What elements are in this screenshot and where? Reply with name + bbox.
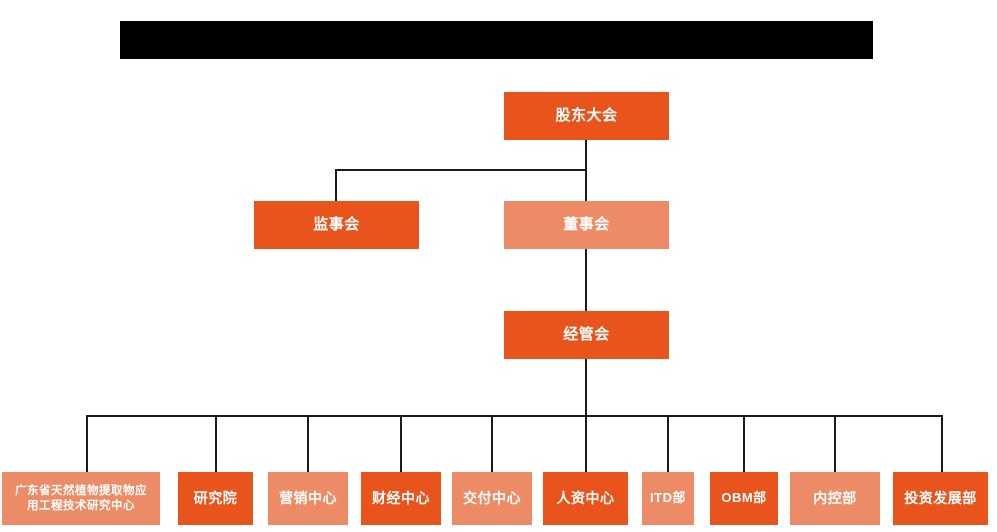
node-label-itd-department: ITD部	[650, 490, 686, 506]
connector-directors-drop	[585, 169, 587, 201]
node-label-internal-control-department: 内控部	[813, 489, 857, 506]
connector-level2-bus	[335, 169, 587, 171]
connector-drop-investment-development-department	[941, 415, 943, 472]
node-label-shareholders-meeting: 股东大会	[555, 106, 618, 124]
node-label-obm-department: OBM部	[721, 490, 767, 506]
node-board-of-supervisors[interactable]: 监事会	[254, 201, 419, 249]
connector-drop-delivery-center	[491, 415, 493, 472]
node-label-hr-center: 人资中心	[556, 489, 615, 506]
node-label-delivery-center: 交付中心	[463, 489, 521, 506]
connector-drop-hr-center	[585, 415, 587, 472]
connector-drop-itd-department	[667, 415, 669, 472]
node-label-engineering-research-center: 广东省天然植物提取物应 用工程技术研究中心	[15, 485, 147, 512]
connector-drop-engineering-research-center	[86, 415, 88, 472]
connector-drop-research-institute	[215, 415, 217, 472]
node-marketing-center[interactable]: 营销中心	[268, 472, 348, 525]
node-label-board-of-directors: 董事会	[563, 215, 610, 233]
redacted-title-bar	[120, 21, 873, 59]
node-engineering-research-center[interactable]: 广东省天然植物提取物应 用工程技术研究中心	[2, 472, 160, 525]
node-shareholders-meeting[interactable]: 股东大会	[504, 92, 669, 140]
node-hr-center[interactable]: 人资中心	[543, 472, 628, 525]
node-research-institute[interactable]: 研究院	[178, 472, 253, 525]
node-label-marketing-center: 营销中心	[279, 489, 337, 506]
node-label-management-committee: 经管会	[563, 325, 610, 343]
node-internal-control-department[interactable]: 内控部	[790, 472, 880, 525]
connector-department-bus	[86, 415, 943, 417]
node-delivery-center[interactable]: 交付中心	[452, 472, 532, 525]
connector-directors-to-management	[585, 241, 587, 311]
node-itd-department[interactable]: ITD部	[642, 472, 694, 525]
node-obm-department[interactable]: OBM部	[710, 472, 778, 525]
connector-supervisors-drop	[335, 169, 337, 201]
node-label-finance-center: 财经中心	[372, 489, 430, 506]
connector-drop-marketing-center	[307, 415, 309, 472]
node-board-of-directors[interactable]: 董事会	[504, 201, 669, 249]
node-management-committee[interactable]: 经管会	[504, 311, 669, 359]
connector-management-stem	[585, 358, 587, 417]
node-label-board-of-supervisors: 监事会	[313, 215, 360, 233]
connector-drop-obm-department	[743, 415, 745, 472]
connector-drop-finance-center	[400, 415, 402, 472]
node-investment-development-department[interactable]: 投资发展部	[893, 472, 988, 525]
node-finance-center[interactable]: 财经中心	[361, 472, 441, 525]
node-label-research-institute: 研究院	[193, 489, 238, 506]
connector-drop-internal-control-department	[834, 415, 836, 472]
connector-shareholders-stem	[585, 140, 587, 171]
node-label-investment-development-department: 投资发展部	[904, 489, 977, 506]
